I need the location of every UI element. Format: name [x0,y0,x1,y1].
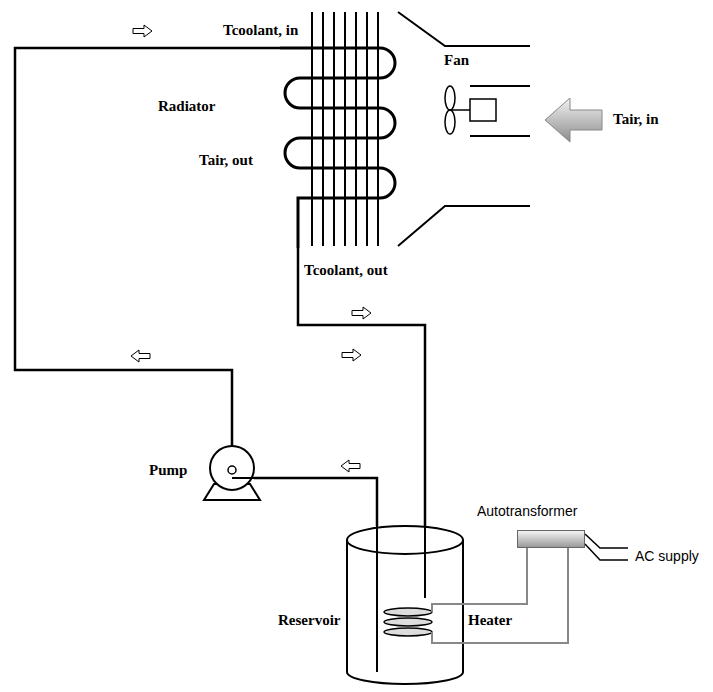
heater-coil [384,618,432,626]
flow-arrow [352,307,371,319]
pump-hub [228,466,236,474]
radiator: Radiator [280,10,398,248]
heater-coil [384,608,432,616]
fan-shaft [450,109,470,111]
reservoir-top [347,526,463,554]
fan-duct [470,85,530,87]
flow-arrow [342,349,361,361]
fan-duct [470,135,530,137]
heater-wire [432,604,463,612]
fan-shroud [398,206,530,246]
temperature-label: Tair, out [198,152,254,169]
reservoir: Reservoir [347,526,463,684]
temperature-label: Tcoolant, in [222,22,299,39]
radiator-label: Radiator [157,98,217,115]
heater-label: Heater [467,612,513,629]
heater-coil [384,628,432,636]
heater-wire [432,632,463,643]
flow-arrow [133,25,152,37]
autotransformer: Autotransformer [517,530,585,548]
coolant-pipe [15,48,280,446]
pump-label: Pump [148,462,188,479]
flow-arrow [131,350,150,362]
return-pipe [424,526,426,598]
fan-blade [445,110,455,134]
heater-wire [463,548,527,604]
temperature-label: Tcoolant, out [303,262,389,279]
suction-pipe [376,526,378,672]
supply-wire [585,534,628,548]
reservoir-body [347,540,463,684]
pump-inlet [232,477,254,479]
pump: Pump [210,446,254,490]
supply-wire [585,544,628,560]
fan-blade [445,86,455,110]
air-arrow [545,98,602,142]
radiator-coil [280,48,395,248]
autotransformer-label: Autotransformer [476,503,578,519]
reservoir-label: Reservoir [277,612,341,629]
coolant-pipe [298,248,425,526]
temperature-label: Tair, in [612,111,660,128]
coolant-pipe [254,478,377,526]
supply-label: AC supply [634,548,700,564]
flow-arrow [341,460,360,472]
fan-label: Fan [443,52,470,69]
fan-shroud [398,12,530,46]
fan-motor [470,99,496,121]
heater-wire [463,548,568,643]
pump-body [210,446,254,490]
